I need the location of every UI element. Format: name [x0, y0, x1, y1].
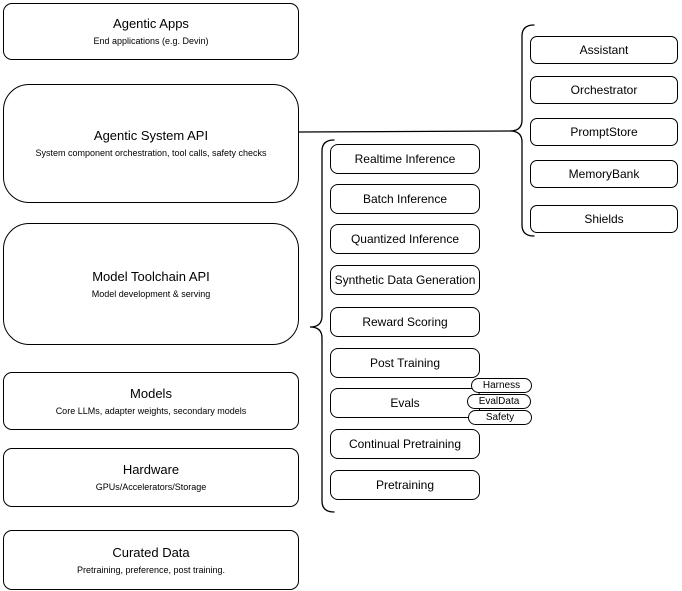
node-reward-scoring: Reward Scoring	[330, 307, 480, 337]
node-post-training: Post Training	[330, 348, 480, 378]
node-label: Shields	[584, 212, 624, 226]
node-continual-pretraining: Continual Pretraining	[330, 429, 480, 459]
tag-evaldata: EvalData	[467, 394, 531, 409]
tag-label: Safety	[485, 412, 515, 423]
node-label: Realtime Inference	[354, 152, 456, 166]
node-model-toolchain-api: Model Toolchain API Model development & …	[3, 223, 299, 345]
node-pretraining: Pretraining	[330, 470, 480, 500]
node-promptstore: PromptStore	[530, 118, 678, 146]
node-quantized-inference: Quantized Inference	[330, 224, 480, 254]
node-title: Models	[130, 385, 172, 401]
node-hardware: Hardware GPUs/Accelerators/Storage	[3, 448, 299, 507]
node-label: Assistant	[579, 43, 629, 57]
node-subtitle: Model development & serving	[91, 288, 211, 299]
tag-label: Harness	[482, 380, 521, 391]
node-title: Agentic System API	[93, 128, 209, 143]
node-subtitle: GPUs/Accelerators/Storage	[95, 482, 207, 492]
node-label: Quantized Inference	[350, 232, 460, 246]
node-synthetic-data-generation: Synthetic Data Generation	[330, 265, 480, 295]
node-title: Hardware	[122, 462, 180, 477]
node-label: MemoryBank	[568, 167, 640, 181]
node-agentic-system-api: Agentic System API System component orch…	[3, 84, 299, 203]
node-label: Reward Scoring	[362, 315, 448, 329]
node-label: Batch Inference	[362, 192, 448, 206]
node-subtitle: End applications (e.g. Devin)	[93, 36, 209, 46]
node-models: Models Core LLMs, adapter weights, secon…	[3, 372, 299, 430]
node-label: Continual Pretraining	[348, 437, 462, 451]
node-label: Evals	[390, 396, 420, 410]
tag-harness: Harness	[471, 378, 532, 393]
node-title: Agentic Apps	[113, 16, 189, 31]
node-agentic-apps: Agentic Apps End applications (e.g. Devi…	[3, 3, 299, 60]
node-evals: Evals	[330, 388, 480, 418]
node-realtime-inference: Realtime Inference	[330, 144, 480, 174]
node-assistant: Assistant	[530, 36, 678, 64]
node-label: Synthetic Data Generation	[334, 273, 476, 287]
node-orchestrator: Orchestrator	[530, 76, 678, 104]
node-curated-data: Curated Data Pretraining, preference, po…	[3, 530, 299, 590]
node-title: Curated Data	[112, 544, 190, 560]
tag-safety: Safety	[468, 410, 532, 425]
tag-label: EvalData	[478, 396, 520, 407]
node-memorybank: MemoryBank	[530, 160, 678, 188]
node-label: Pretraining	[375, 478, 435, 492]
node-subtitle: Core LLMs, adapter weights, secondary mo…	[55, 405, 247, 416]
node-subtitle: System component orchestration, tool cal…	[35, 148, 267, 158]
node-shields: Shields	[530, 205, 678, 233]
system-api-connector-line	[298, 130, 511, 133]
node-title: Model Toolchain API	[92, 268, 210, 284]
node-subtitle: Pretraining, preference, post training.	[76, 564, 226, 575]
node-label: Post Training	[369, 356, 441, 370]
node-label: Orchestrator	[570, 83, 638, 97]
node-label: PromptStore	[570, 125, 638, 139]
node-batch-inference: Batch Inference	[330, 184, 480, 214]
